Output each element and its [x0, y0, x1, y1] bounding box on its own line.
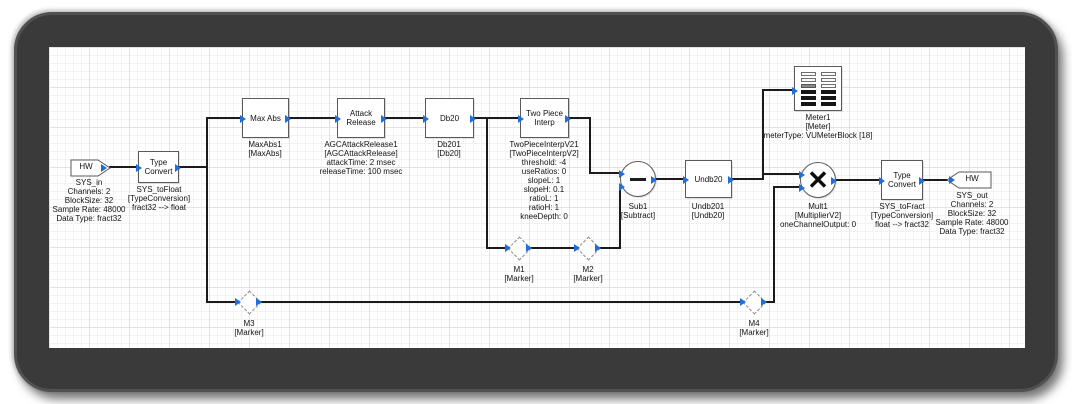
m1-input-pin[interactable]: [505, 244, 511, 252]
sys-to-float-output-pin[interactable]: [175, 164, 181, 172]
m4-output-pin[interactable]: [761, 298, 767, 306]
wire-m4-mult[interactable]: [765, 186, 801, 303]
caption-undb20: Undb201 [Undb20]: [691, 202, 725, 220]
block-sys-out[interactable]: HW: [946, 171, 992, 189]
caption-db20: Db201 [Db20]: [437, 140, 461, 158]
block-attack-release[interactable]: Attack Release: [335, 98, 387, 138]
db20-input-pin[interactable]: [423, 115, 429, 123]
two-piece-interp-output-pin[interactable]: [565, 115, 571, 123]
m2-output-pin[interactable]: [595, 244, 601, 252]
hw-in-shape: [70, 159, 111, 177]
two-piece-interp-label: Two Piece Interp: [526, 109, 563, 127]
two-piece-interp-input-pin[interactable]: [518, 115, 524, 123]
marker-m4[interactable]: [740, 290, 767, 315]
vu-meter-icon: [800, 71, 836, 106]
block-undb20[interactable]: Undb20: [683, 160, 734, 198]
sys-to-float-input-pin[interactable]: [136, 164, 142, 172]
attack-release-label: Attack Release: [346, 109, 376, 127]
wire-trunk-split[interactable]: [206, 117, 245, 303]
wire-layer: [109, 89, 949, 303]
sub-input1-pin[interactable]: [619, 170, 625, 178]
caption-sys-in: SYS_in Channels: 2 BlockSize: 32 Sample …: [52, 178, 126, 223]
window-frame: HW SYS_in Channels: 2 BlockSize: 32 Samp…: [14, 12, 1058, 392]
m3-output-pin[interactable]: [256, 298, 262, 306]
wire-interp-sub[interactable]: [569, 117, 619, 174]
wire-db20-m1[interactable]: [486, 118, 506, 249]
diagram-canvas[interactable]: HW SYS_in Channels: 2 BlockSize: 32 Samp…: [49, 47, 1025, 348]
caption-m1: M1 [Marker]: [504, 265, 534, 283]
block-mult[interactable]: ✕: [799, 162, 837, 198]
mult-input2-pin[interactable]: [799, 184, 805, 192]
m4-input-pin[interactable]: [740, 298, 746, 306]
block-two-piece-interp[interactable]: Two Piece Interp: [518, 98, 571, 138]
sys-to-fract-output-pin[interactable]: [919, 177, 925, 185]
sys-to-fract-label: Type Convert: [887, 171, 916, 189]
block-sys-to-float[interactable]: Type Convert: [136, 151, 181, 183]
caption-m4: M4 [Marker]: [739, 319, 769, 337]
block-sys-to-fract[interactable]: Type Convert: [879, 160, 925, 200]
hw-in-label: HW: [79, 162, 93, 171]
hw-out-shape: [946, 171, 992, 189]
m2-input-pin[interactable]: [574, 244, 580, 252]
sys-in-output-pin[interactable]: [101, 164, 107, 172]
hw-out-label: HW: [965, 174, 979, 183]
caption-maxabs: MaxAbs1 [MaxAbs]: [248, 140, 282, 158]
maxabs-label: Max Abs: [250, 113, 281, 123]
marker-m2[interactable]: [574, 236, 601, 261]
marker-m1[interactable]: [505, 236, 532, 261]
db20-label: Db20: [439, 113, 460, 123]
db20-output-pin[interactable]: [470, 115, 476, 123]
multiply-x-icon: ✕: [807, 165, 829, 195]
sub-output-pin[interactable]: [651, 176, 657, 184]
sys-to-float-label: Type Convert: [144, 158, 173, 176]
caption-attack-release: AGCAttackRelease1 [AGCAttackRelease] att…: [319, 140, 403, 176]
block-meter[interactable]: [792, 66, 842, 111]
caption-sys-to-fract: SYS_toFract [TypeConversion] float --> f…: [870, 202, 934, 229]
caption-sys-to-float: SYS_toFloat [TypeConversion] fract32 -->…: [127, 185, 191, 212]
undb20-label: Undb20: [694, 174, 723, 184]
block-db20[interactable]: Db20: [423, 98, 476, 138]
maxabs-input-pin[interactable]: [240, 115, 246, 123]
attack-release-output-pin[interactable]: [381, 115, 387, 123]
caption-m2: M2 [Marker]: [573, 265, 603, 283]
marker-m3[interactable]: [235, 290, 262, 315]
caption-sub: Sub1 [Subtract]: [620, 202, 656, 220]
wire-m2-sub[interactable]: [596, 186, 621, 249]
mult-output-pin[interactable]: [831, 177, 837, 185]
caption-meter: Meter1 [Meter] meterType: VUMeterBlock […: [763, 113, 873, 140]
caption-m3: M3 [Marker]: [234, 319, 264, 337]
caption-mult: Mult1 [MultiplierV2] oneChannelOutput: 0: [779, 202, 857, 229]
sys-to-fract-input-pin[interactable]: [879, 177, 885, 185]
mult-input1-pin[interactable]: [799, 171, 805, 179]
m3-input-pin[interactable]: [235, 298, 241, 306]
wire-undb20-meter[interactable]: [762, 89, 793, 179]
sys-out-input-pin[interactable]: [949, 176, 955, 184]
undb20-output-pin[interactable]: [728, 176, 734, 184]
caption-sys-out: SYS_out Channels: 2 BlockSize: 32 Sample…: [935, 191, 1009, 236]
caption-two-piece-interp: TwoPieceInterpV21 [TwoPieceInterpV2] thr…: [509, 140, 579, 221]
attack-release-input-pin[interactable]: [335, 115, 341, 123]
undb20-input-pin[interactable]: [683, 176, 689, 184]
subtract-minus-icon: [630, 177, 646, 181]
sub-input2-pin[interactable]: [619, 183, 625, 191]
block-sub[interactable]: [619, 161, 657, 197]
block-sys-in[interactable]: HW: [70, 159, 111, 177]
block-maxabs[interactable]: Max Abs: [240, 98, 291, 138]
wire-undb20-mult[interactable]: [732, 173, 801, 180]
m1-output-pin[interactable]: [526, 244, 532, 252]
meter-input-pin[interactable]: [792, 87, 798, 95]
maxabs-output-pin[interactable]: [285, 115, 291, 123]
